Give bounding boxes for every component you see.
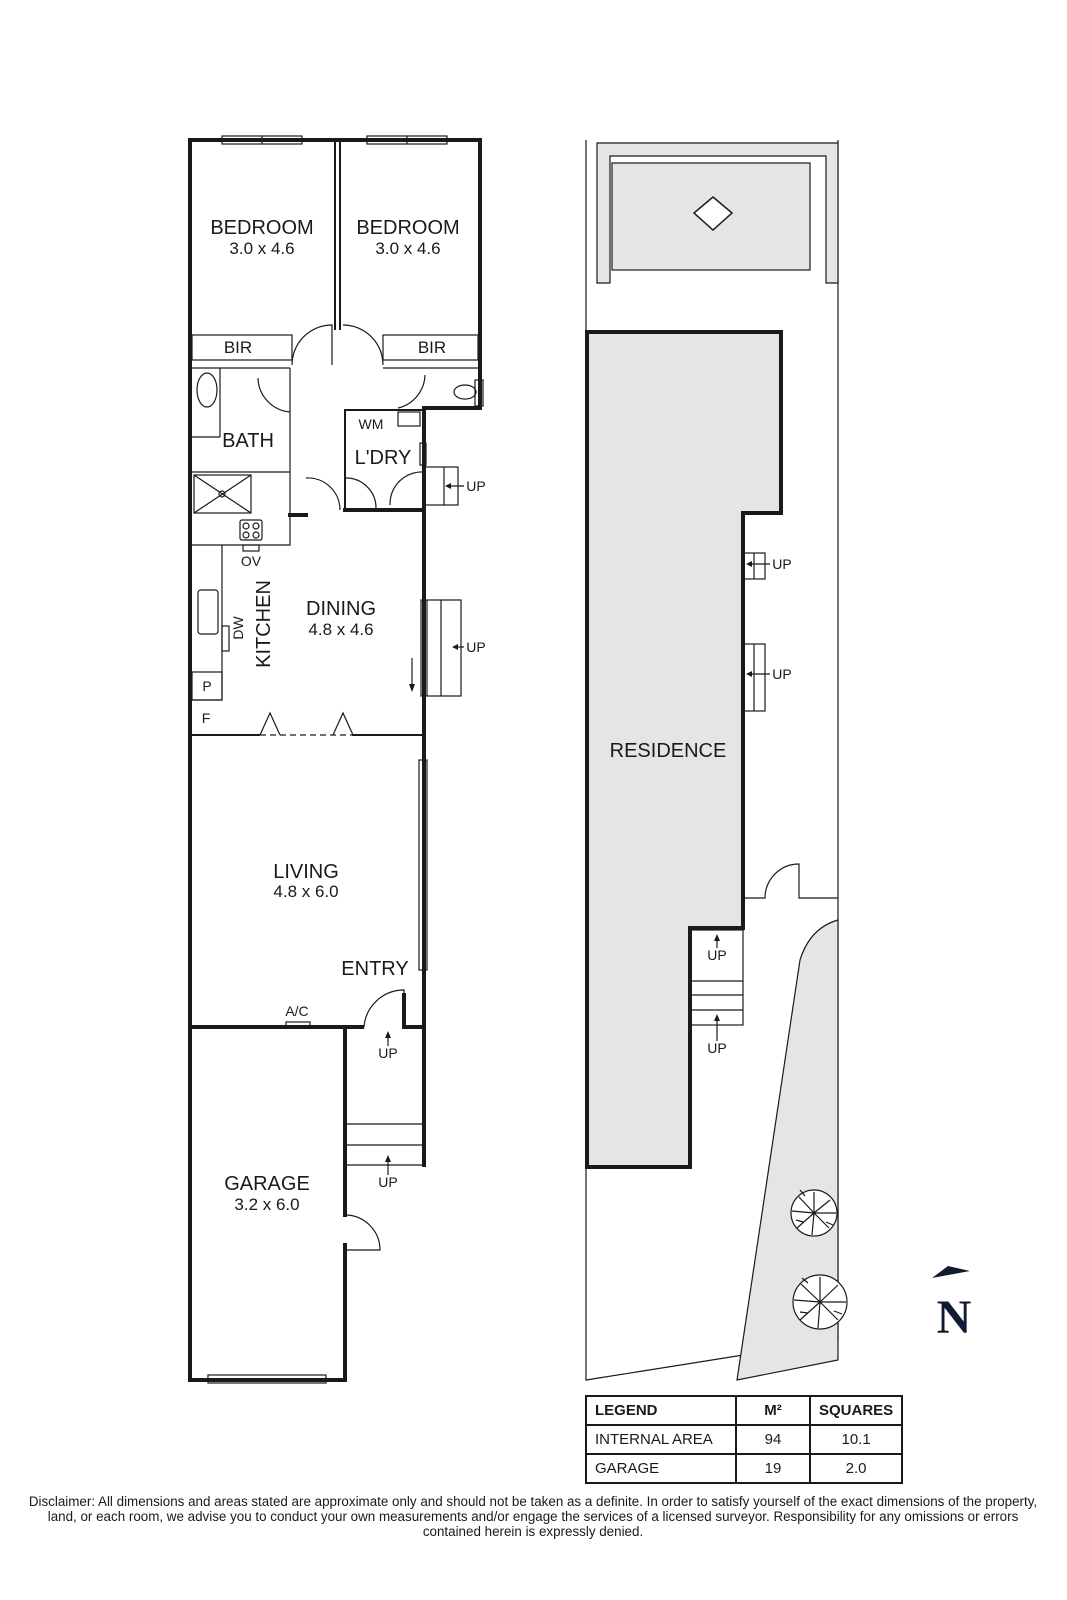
legend-row-label: INTERNAL AREA [585, 1424, 737, 1455]
legend-header-row: LEGEND M² SQUARES [585, 1395, 904, 1426]
room-name-living: LIVING [273, 861, 339, 883]
room-name-laundry: L'DRY [355, 447, 412, 469]
legend-header-label: LEGEND [585, 1395, 737, 1426]
floor-plan [188, 135, 484, 1384]
site-plan: RESIDENCE UP UP UP UP [585, 140, 848, 1381]
label-washing-machine: WM [359, 416, 384, 432]
floor-plan-labels: BEDROOM 3.0 x 4.6 BEDROOM 3.0 x 4.6 BIR … [202, 217, 486, 1214]
stair-up-label: UP [772, 666, 791, 682]
legend-row-label: GARAGE [585, 1453, 737, 1484]
room-name-bedroom1: BEDROOM [210, 217, 313, 239]
room-name-kitchen: KITCHEN [253, 580, 275, 668]
label-pantry: P [202, 678, 211, 694]
legend-header-m2: M² [735, 1395, 811, 1426]
room-name-entry: ENTRY [341, 958, 408, 980]
room-name-garage: GARAGE [224, 1173, 310, 1195]
room-dims-dining: 4.8 x 4.6 [308, 620, 373, 639]
label-air-conditioner: A/C [285, 1003, 308, 1019]
residence-label: RESIDENCE [610, 740, 727, 762]
room-dims-garage: 3.2 x 6.0 [234, 1195, 299, 1214]
stair-up-label: UP [466, 478, 485, 494]
stair-up-label: UP [378, 1174, 397, 1190]
room-name-bath: BATH [222, 430, 274, 452]
room-dims-living: 4.8 x 6.0 [273, 882, 338, 901]
north-compass: N [932, 1262, 980, 1344]
legend-row-m2: 94 [735, 1424, 811, 1455]
room-name-bedroom2: BEDROOM [356, 217, 459, 239]
legend-row-m2: 19 [735, 1453, 811, 1484]
label-oven: OV [241, 553, 262, 569]
area-legend-table: LEGEND M² SQUARES INTERNAL AREA 94 10.1 … [585, 1395, 904, 1484]
label-fridge: F [202, 710, 211, 726]
room-name-bir2: BIR [418, 338, 446, 357]
window-bedroom1 [221, 135, 303, 145]
stair-up-label: UP [772, 556, 791, 572]
disclaimer-text: Disclaimer: All dimensions and areas sta… [28, 1494, 1038, 1539]
north-letter: N [936, 1291, 972, 1344]
label-dishwasher: DW [230, 616, 246, 640]
tree-icon [790, 1189, 838, 1237]
room-name-bir1: BIR [224, 338, 252, 357]
stair-up-label: UP [707, 947, 726, 963]
legend-row-squares: 10.1 [808, 1424, 904, 1455]
residence-footprint [585, 330, 783, 1169]
window-bedroom2 [366, 135, 448, 145]
room-dims-bedroom2: 3.0 x 4.6 [375, 239, 440, 258]
legend-row-squares: 2.0 [808, 1453, 904, 1484]
stair-up-label: UP [466, 639, 485, 655]
room-name-dining: DINING [306, 598, 376, 620]
stair-up-label: UP [707, 1040, 726, 1056]
legend-row: INTERNAL AREA 94 10.1 [585, 1424, 904, 1455]
room-dims-bedroom1: 3.0 x 4.6 [229, 239, 294, 258]
pool-marker-icon [692, 196, 734, 232]
legend-header-squares: SQUARES [808, 1395, 904, 1426]
legend-row: GARAGE 19 2.0 [585, 1453, 904, 1484]
tree-icon [792, 1274, 848, 1330]
stair-up-label: UP [378, 1045, 397, 1061]
north-arrow-icon [932, 1266, 970, 1278]
